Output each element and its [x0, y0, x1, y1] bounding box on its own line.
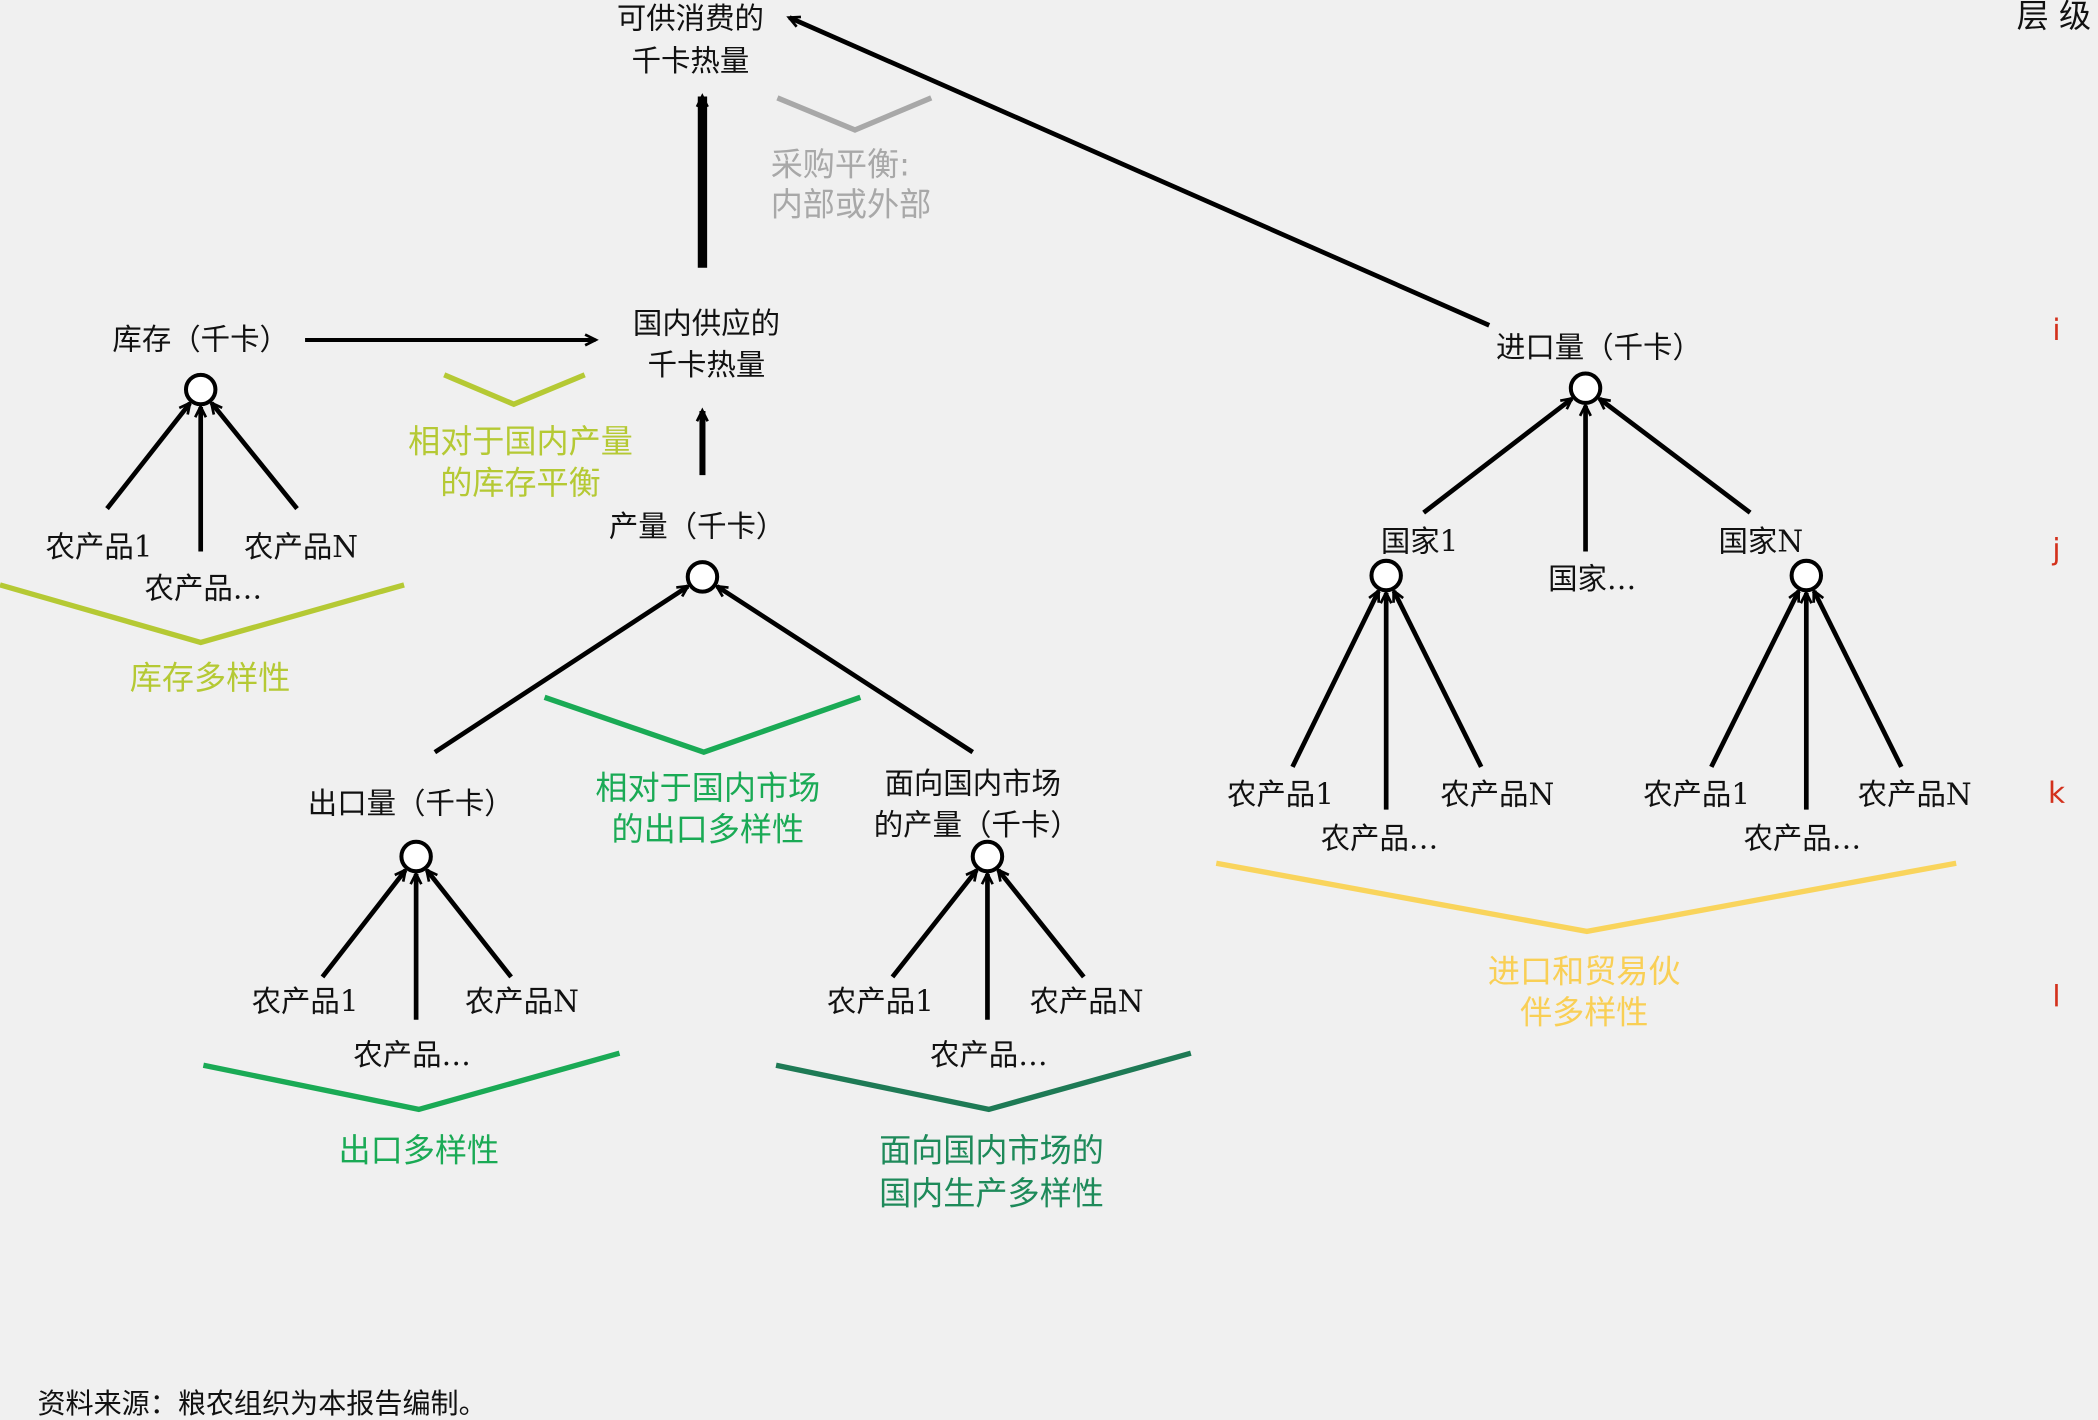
country-etc: 国家…: [1548, 562, 1636, 596]
top-node-line2: 千卡热量: [632, 44, 750, 78]
domestic-market-production-line1: 面向国内市场: [884, 767, 1061, 801]
aggregation-arrow: [1811, 588, 1904, 768]
import-diversity-line2: 伴多样性: [1520, 994, 1648, 1032]
procurement-balance-bracket: [776, 95, 933, 133]
domestic-product-etc: 农产品…: [930, 1038, 1048, 1072]
aggregation-node-circle: [1568, 371, 1603, 405]
stock-product-1: 农产品1: [46, 530, 153, 564]
source-note: 资料来源：粮农组织为本报告编制。: [37, 1387, 486, 1420]
aggregation-arrow: [424, 867, 513, 979]
aggregation-node-circle: [1789, 558, 1824, 593]
c1-product-1: 农产品1: [1227, 777, 1334, 811]
top-node-line1: 可供消费的: [617, 1, 764, 35]
aggregation-arrow: [890, 867, 979, 979]
aggregation-arrow: [1391, 588, 1484, 768]
domestic-production-bracket: [775, 1050, 1192, 1113]
export-relative-bracket: [543, 694, 862, 755]
cn-product-n: 农产品N: [1858, 777, 1972, 811]
level-j: j: [2051, 532, 2060, 566]
imports-to-consumption-arrow: [786, 15, 1491, 328]
aggregation-node-circle: [970, 839, 1005, 874]
procurement-balance-line2: 内部或外部: [771, 186, 932, 224]
domestic-product-n: 农产品N: [1029, 985, 1143, 1019]
stock-balance-line2: 的库存平衡: [440, 464, 601, 502]
aggregation-arrow: [433, 584, 691, 755]
stock-diversity-bracket: [0, 582, 405, 646]
aggregation-arrow: [209, 400, 299, 511]
aggregation-node-circle: [685, 560, 720, 594]
stock-product-n: 农产品N: [244, 530, 358, 564]
export-diversity-label: 出口多样性: [339, 1132, 500, 1170]
aggregation-node-circle: [1369, 558, 1403, 593]
stock-node: 库存（千卡）: [112, 322, 289, 356]
imports-node: 进口量（千卡）: [1496, 330, 1702, 364]
country-1: 国家1: [1381, 524, 1459, 558]
aggregation-arrow: [320, 867, 408, 979]
c1-product-n: 农产品N: [1440, 777, 1554, 811]
export-product-n: 农产品N: [465, 985, 579, 1019]
domestic-production-diversity-line2: 国内生产多样性: [879, 1174, 1104, 1212]
exports-node: 出口量（千卡）: [308, 787, 514, 821]
aggregation-arrow: [996, 867, 1086, 979]
production-node: 产量（千卡）: [609, 510, 786, 544]
aggregation-arrow: [1596, 396, 1752, 515]
level-i: i: [2052, 313, 2060, 347]
export-diversity-relative-line1: 相对于国内市场: [595, 769, 820, 807]
aggregation-node-circle: [183, 372, 218, 407]
level-heading: 层 级: [2017, 0, 2091, 35]
stock-balance-line1: 相对于国内产量: [408, 422, 633, 460]
domestic-supply-line2: 千卡热量: [648, 348, 766, 382]
import-diversity-line1: 进口和贸易伙: [1488, 952, 1681, 990]
level-k: k: [2048, 776, 2065, 810]
aggregation-arrow: [1290, 588, 1381, 768]
country-n: 国家N: [1719, 524, 1804, 558]
domestic-product-1: 农产品1: [827, 985, 934, 1019]
aggregation-arrow: [1709, 588, 1801, 768]
aggregation-arrow: [1422, 396, 1575, 515]
export-product-1: 农产品1: [252, 985, 359, 1019]
export-diversity-bracket: [202, 1050, 621, 1113]
import-diversity-bracket: [1215, 860, 1957, 935]
export-diversity-relative-line2: 的出口多样性: [611, 810, 804, 848]
domestic-supply-line1: 国内供应的: [633, 306, 780, 340]
aggregation-arrow: [105, 400, 192, 511]
aggregation-node-circle: [399, 839, 433, 874]
stock-balance-bracket: [443, 372, 586, 408]
export-product-etc: 农产品…: [353, 1038, 471, 1072]
domestic-market-production-line2: 的产量（千卡）: [874, 808, 1080, 842]
domestic-production-diversity-line1: 面向国内市场的: [879, 1132, 1104, 1170]
cn-product-1: 农产品1: [1643, 777, 1750, 811]
aggregation-arrow: [714, 584, 975, 755]
stock-product-etc: 农产品…: [145, 571, 263, 605]
cn-product-etc: 农产品…: [1743, 821, 1861, 855]
procurement-balance-line1: 采购平衡:: [771, 145, 910, 183]
c1-product-etc: 农产品…: [1321, 821, 1439, 855]
level-l: l: [2052, 979, 2060, 1013]
stock-diversity-label: 库存多样性: [130, 659, 291, 697]
